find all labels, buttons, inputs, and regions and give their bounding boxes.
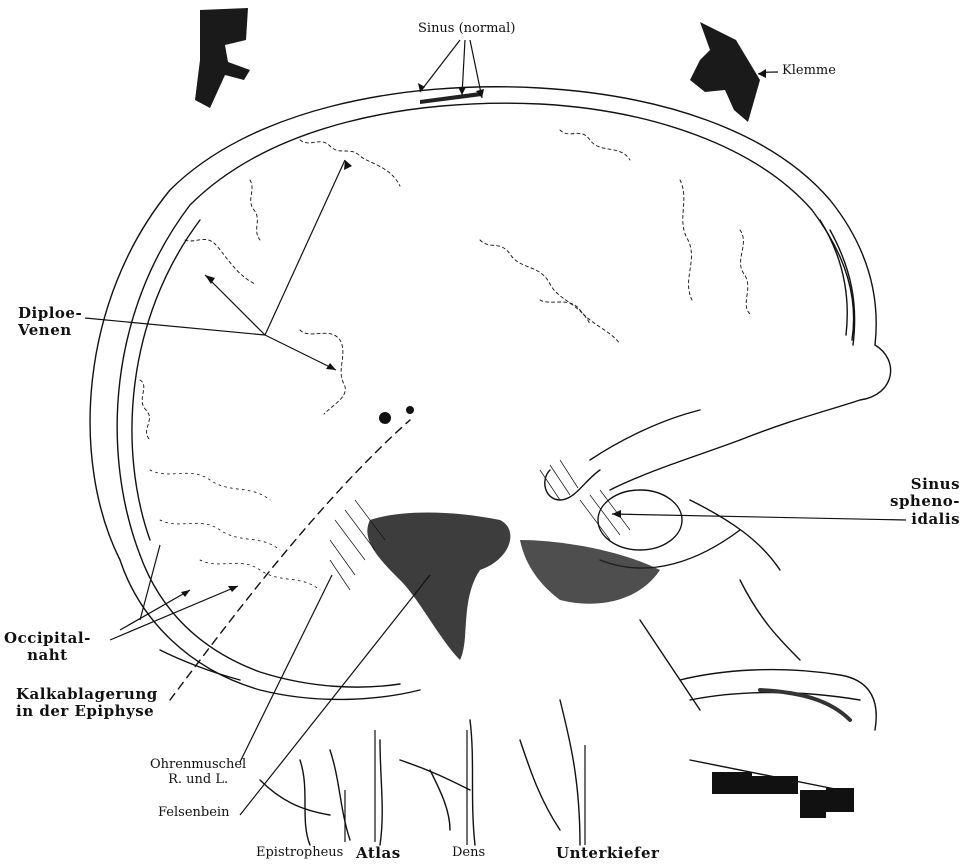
label-kalkablagerung: Kalkablagerung in der Epiphyse <box>16 686 158 721</box>
skull-outer-contour <box>90 87 891 560</box>
leader-diploe-1 <box>85 318 265 335</box>
sinus-normal-marks <box>420 92 482 104</box>
teeth-dark-4 <box>826 788 854 812</box>
leader-diploe-2 <box>265 160 345 335</box>
label-atlas: Atlas <box>356 845 401 862</box>
sella-turcica <box>545 470 600 500</box>
clamp-left <box>195 8 250 108</box>
leader-diploe-3 <box>205 275 265 335</box>
leader-occipital-1 <box>110 586 238 640</box>
label-klemme: Klemme <box>782 64 836 79</box>
teeth-dark-1 <box>712 772 752 794</box>
pineal-calcification-1 <box>379 412 391 424</box>
skull-inner-contour <box>117 103 853 555</box>
teeth-dark-3 <box>800 790 826 818</box>
leader-sinus-3 <box>470 40 482 98</box>
mandible-outline <box>680 670 876 730</box>
label-occipitalnaht: Occipital- naht <box>4 630 91 665</box>
label-ohrenmuschel: Ohrenmuschel R. und L. <box>150 758 246 788</box>
label-unterkiefer: Unterkiefer <box>556 845 659 862</box>
label-epistropheus: Epistropheus <box>256 846 343 861</box>
label-sinus-sphenoidalis: Sinus spheno- idalis <box>890 476 960 528</box>
clamp-right <box>690 22 760 122</box>
leader-diploe-4 <box>265 335 336 370</box>
leader-sinus-1 <box>420 40 460 92</box>
sphenoid-sinus-outline <box>598 490 682 550</box>
occipital-curve <box>120 560 420 699</box>
label-dens: Dens <box>452 846 485 861</box>
petrous-dark-mass <box>367 513 510 661</box>
label-sinus-normal: Sinus (normal) <box>418 22 515 37</box>
leader-ohrenmuschel <box>240 575 332 762</box>
label-felsenbein: Felsenbein <box>158 806 229 821</box>
label-diploe-venen: Diploe- Venen <box>18 305 82 340</box>
leader-sinus-spheno <box>612 514 906 520</box>
leader-felsenbein <box>240 575 430 815</box>
leader-occipital-2 <box>120 590 190 630</box>
pineal-calcification-2 <box>406 406 414 414</box>
teeth-dark-2 <box>752 776 798 794</box>
